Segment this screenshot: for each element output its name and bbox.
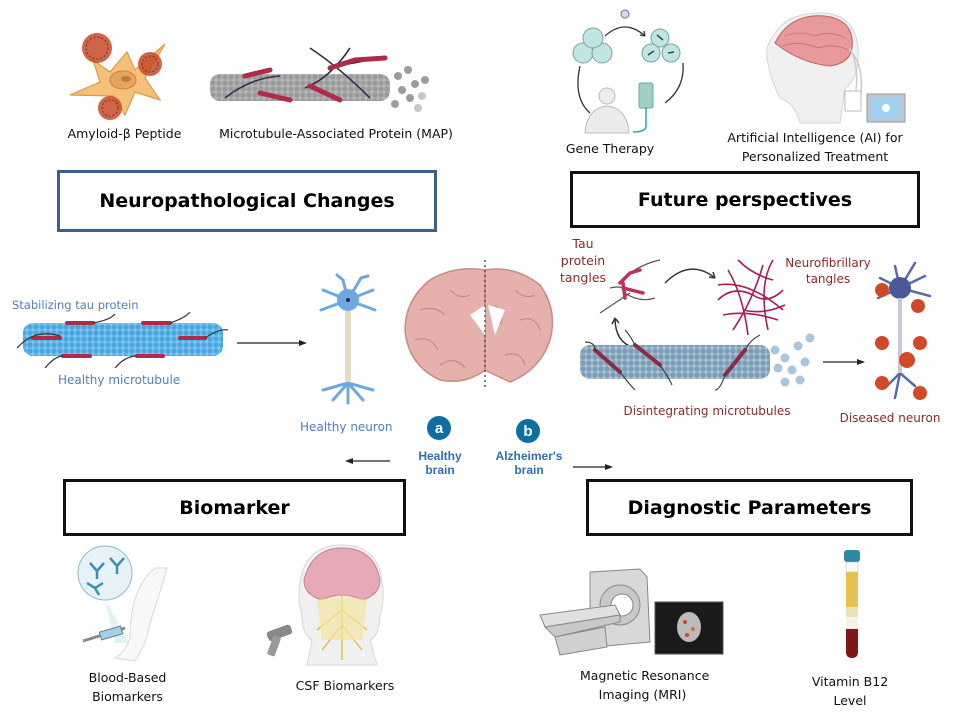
csf-head-icon <box>266 544 384 666</box>
tau-tangles-label-3: tangles <box>559 270 607 285</box>
blood-based-label-1: Blood-Based <box>88 670 167 685</box>
nft-label-1: Neurofibrillary <box>785 256 871 270</box>
gene-therapy-icon <box>572 9 684 134</box>
section-title-diagnostic: Diagnostic Parameters <box>586 479 913 536</box>
mri-label-2: Imaging (MRI) <box>598 687 687 702</box>
mri-label-1: Magnetic Resonance <box>580 668 710 683</box>
arrow-right-icon-3 <box>823 359 865 365</box>
disintegrating-label: Disintegrating microtubules <box>623 404 791 418</box>
section-title-neuropathological: Neuropathological Changes <box>57 170 437 232</box>
microtubule-map-icon <box>210 47 429 112</box>
stabilizing-tau-label: Stabilizing tau protein <box>12 298 139 312</box>
disintegrating-microtubule-icon <box>580 329 815 391</box>
tau-tangles-label-2: protein <box>560 253 606 268</box>
blood-tube-icon <box>844 550 860 658</box>
amyloid-neuron-icon <box>69 33 166 120</box>
healthy-microtubule-label: Healthy microtubule <box>58 373 181 387</box>
healthy-microtubule-icon <box>16 311 229 369</box>
nft-label-2: tangles <box>805 272 851 286</box>
healthy-brain-label-2: brain <box>425 463 455 477</box>
alz-brain-label-2: brain <box>514 463 544 477</box>
b12-label-2: Level <box>833 693 867 708</box>
brain-section-icon <box>404 260 554 388</box>
amyloid-label: Amyloid-β Peptide <box>67 126 182 141</box>
map-label: Microtubule-Associated Protein (MAP) <box>219 126 453 141</box>
ai-head-icon <box>766 12 906 124</box>
arrow-right-icon-2 <box>573 464 613 470</box>
curved-arrow-icon <box>664 268 716 284</box>
mri-scanner-icon <box>539 568 724 656</box>
b12-label-1: Vitamin B12 <box>811 674 889 689</box>
tau-tangle-icon <box>599 259 661 314</box>
badge-a: a <box>427 416 451 440</box>
badge-b: b <box>516 419 540 443</box>
csf-label: CSF Biomarkers <box>295 678 395 693</box>
healthy-neuron-icon <box>319 273 377 405</box>
gene-therapy-label: Gene Therapy <box>565 141 655 156</box>
diseased-neuron-icon <box>875 261 932 400</box>
nft-icon <box>717 259 786 336</box>
ai-label-line1: Artificial Intelligence (AI) for <box>727 130 903 145</box>
section-title-future: Future perspectives <box>570 171 920 228</box>
alz-brain-label-1: Alzheimer's <box>495 449 563 463</box>
ai-label-line2: Personalized Treatment <box>741 149 889 164</box>
section-title-biomarker: Biomarker <box>63 479 406 536</box>
tau-tangles-label-1: Tau <box>572 236 594 251</box>
blood-based-label-2: Biomarkers <box>92 689 163 704</box>
healthy-neuron-label: Healthy neuron <box>300 420 393 434</box>
arrow-left-icon <box>345 458 390 464</box>
healthy-brain-label-1: Healthy <box>418 449 462 463</box>
blood-draw-icon <box>77 545 168 662</box>
diseased-neuron-label: Diseased neuron <box>839 411 941 425</box>
arrow-right-icon <box>237 340 307 346</box>
